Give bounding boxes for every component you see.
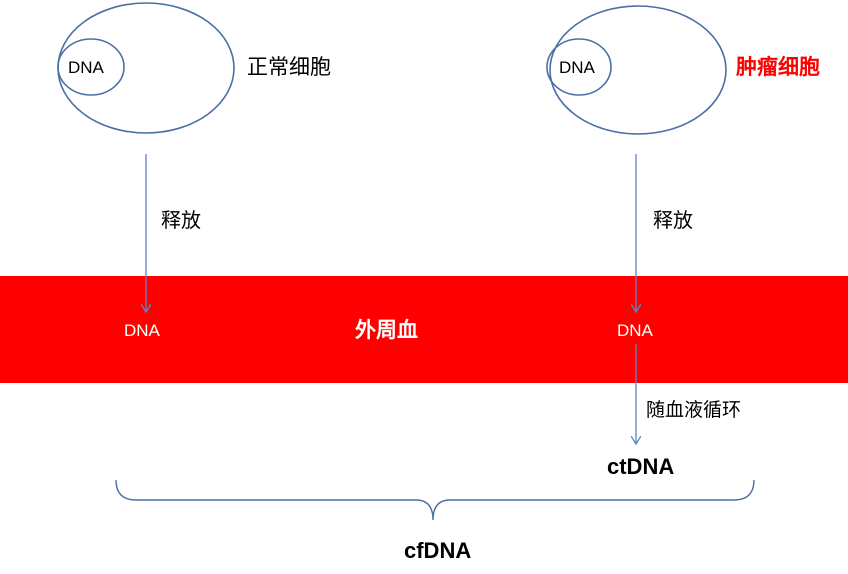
cfdna-label: cfDNA <box>404 538 472 563</box>
ctdna-label: ctDNA <box>607 454 675 479</box>
circulation-label: 随血液循环 <box>646 400 742 421</box>
release-label-left: 释放 <box>161 210 201 232</box>
blood-dna-left: DNA <box>124 321 160 340</box>
release-label-right: 释放 <box>653 210 693 232</box>
cfdna-brace <box>115 479 755 521</box>
normal-nucleus-label: DNA <box>68 58 104 77</box>
tumor-cell-membrane <box>549 5 727 135</box>
peripheral-blood-band <box>0 276 848 383</box>
tumor-cell-nucleus <box>546 38 612 96</box>
normal-cell-label: 正常细胞 <box>247 56 331 79</box>
tumor-nucleus-label: DNA <box>559 58 595 77</box>
normal-cell-nucleus <box>57 38 125 96</box>
tumor-cell-label: 肿瘤细胞 <box>736 56 820 79</box>
blood-title: 外周血 <box>355 319 418 342</box>
blood-dna-right: DNA <box>617 321 653 340</box>
